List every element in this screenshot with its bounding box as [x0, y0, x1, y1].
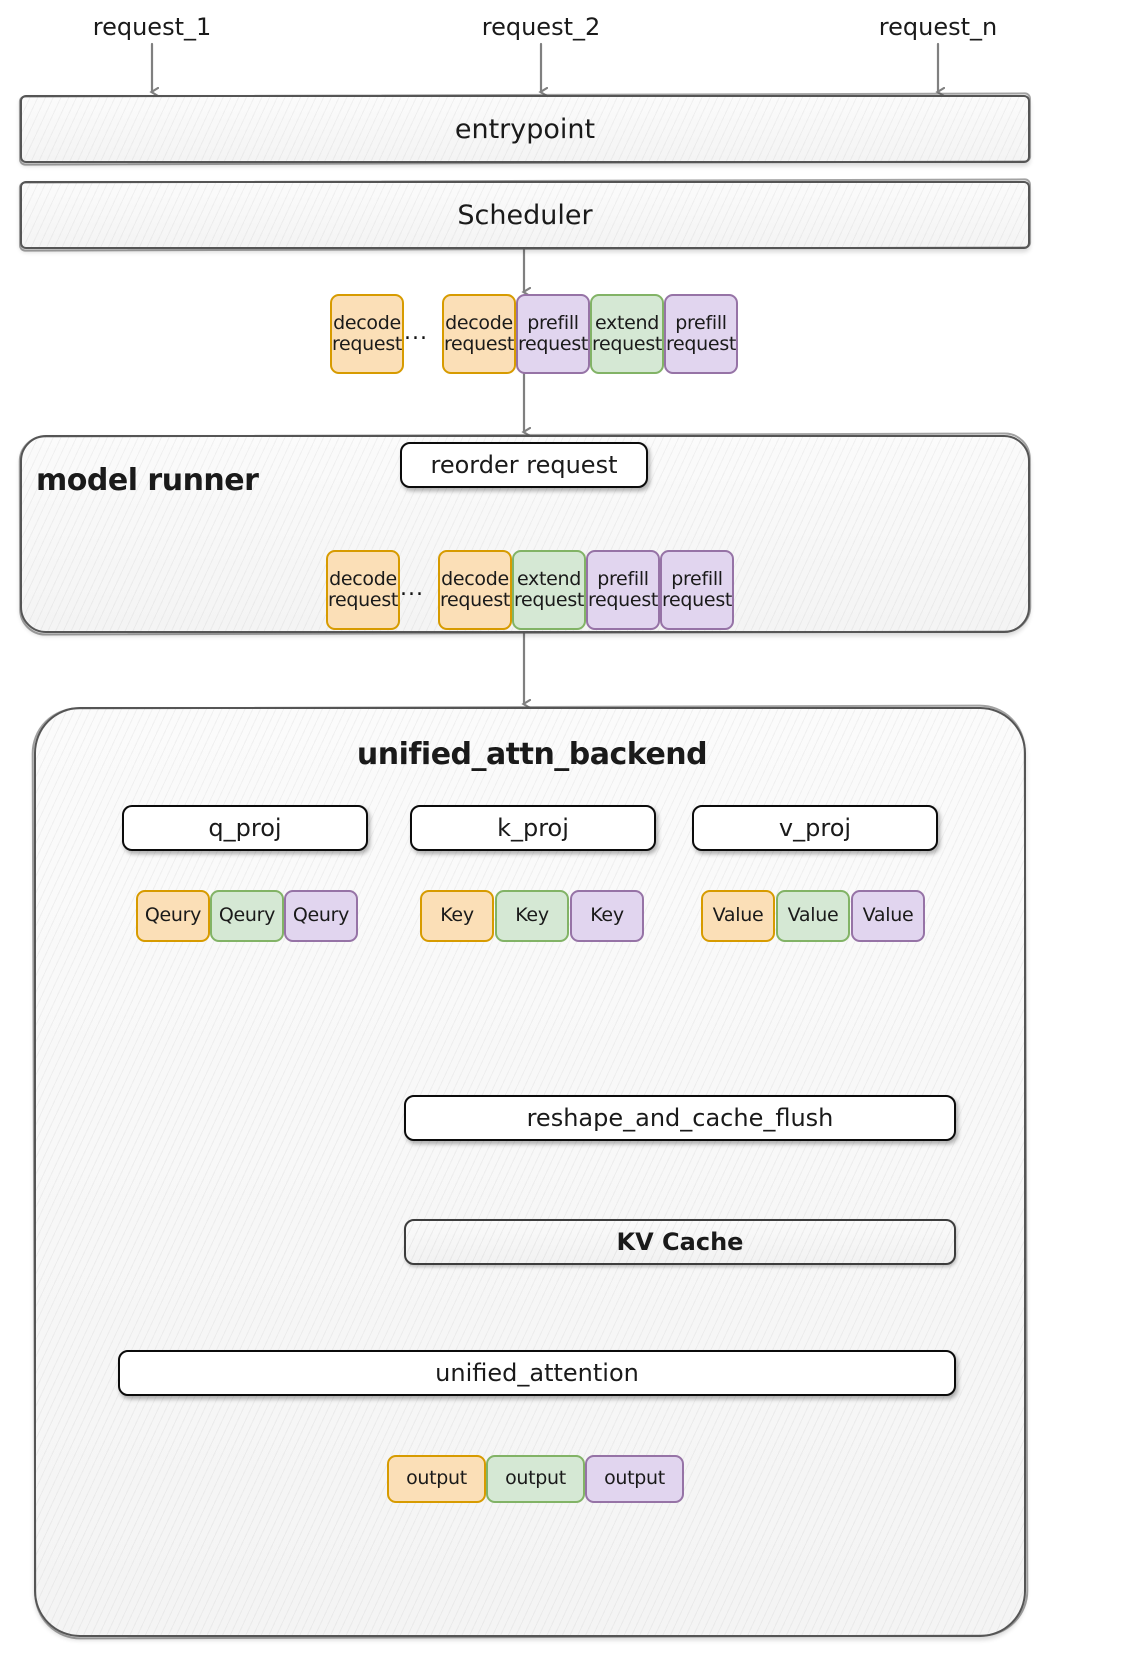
- value-chip-row: Value Value Value: [701, 890, 926, 942]
- entrypoint-label: entrypoint: [454, 113, 596, 145]
- input-label-request-1: request_1: [92, 13, 212, 41]
- scheduler-batch-ellipsis: ...: [404, 320, 428, 345]
- q-proj-box[interactable]: q_proj: [122, 805, 368, 851]
- chip-line2: request: [513, 589, 585, 611]
- chip-line2: request: [591, 333, 663, 355]
- reorder-request-box[interactable]: reorder request: [400, 442, 648, 488]
- scheduler-chip-decode-1[interactable]: decode request: [330, 294, 404, 374]
- q-proj-label: q_proj: [208, 814, 282, 842]
- runner-chip-prefill-1[interactable]: prefill request: [586, 550, 660, 630]
- chip-line1: decode: [445, 311, 513, 334]
- kv-cache-label: KV Cache: [616, 1228, 744, 1256]
- chip-label: output: [406, 1467, 467, 1490]
- scheduler-container[interactable]: Scheduler: [20, 181, 1030, 249]
- chip-line1: extend: [516, 567, 582, 590]
- chip-line1: prefill: [597, 567, 649, 590]
- v-proj-label: v_proj: [778, 814, 852, 842]
- chip-line2: request: [443, 333, 515, 355]
- value-chip-decode[interactable]: Value: [701, 890, 775, 942]
- input-label-request-2: request_2: [481, 13, 601, 41]
- chip-line2: request: [331, 333, 403, 355]
- runner-chip-prefill-2[interactable]: prefill request: [660, 550, 734, 630]
- scheduler-chip-extend[interactable]: extend request: [590, 294, 664, 374]
- model-runner-batch-ellipsis: ...: [400, 576, 424, 601]
- output-chip-extend[interactable]: output: [486, 1455, 585, 1503]
- chip-line1: decode: [329, 567, 397, 590]
- chip-line2: request: [587, 589, 659, 611]
- chip-line2: request: [661, 589, 733, 611]
- scheduler-batch-row: decode request ... decode request prefil…: [330, 294, 750, 374]
- query-chip-decode[interactable]: Qeury: [136, 890, 210, 942]
- runner-chip-extend[interactable]: extend request: [512, 550, 586, 630]
- k-proj-box[interactable]: k_proj: [410, 805, 656, 851]
- runner-chip-decode-2[interactable]: decode request: [438, 550, 512, 630]
- chip-line1: extend: [594, 311, 660, 334]
- key-chip-row: Key Key Key: [420, 890, 645, 942]
- model-runner-batch-row: decode request ... decode request extend…: [326, 550, 746, 630]
- reshape-and-cache-flush-box[interactable]: reshape_and_cache_flush: [404, 1095, 956, 1141]
- chip-label: Key: [515, 904, 549, 927]
- chip-label: Qeury: [292, 904, 350, 927]
- chip-label: Qeury: [218, 904, 276, 927]
- model-runner-label: model runner: [36, 463, 259, 498]
- chip-line1: decode: [333, 311, 401, 334]
- runner-chip-decode-1[interactable]: decode request: [326, 550, 400, 630]
- entrypoint-container[interactable]: entrypoint: [20, 95, 1030, 163]
- chip-line2: request: [517, 333, 589, 355]
- chip-line1: prefill: [675, 311, 727, 334]
- unified-attn-backend-label: unified_attn_backend: [356, 736, 708, 772]
- v-proj-box[interactable]: v_proj: [692, 805, 938, 851]
- chip-label: Value: [862, 904, 914, 927]
- scheduler-label: Scheduler: [457, 199, 593, 231]
- chip-line2: request: [327, 589, 399, 611]
- unified-attention-box[interactable]: unified_attention: [118, 1350, 956, 1396]
- value-chip-extend[interactable]: Value: [776, 890, 850, 942]
- query-chip-prefill[interactable]: Qeury: [284, 890, 358, 942]
- input-label-request-n: request_n: [878, 13, 998, 41]
- chip-label: Value: [712, 904, 764, 927]
- chip-label: output: [505, 1467, 566, 1490]
- scheduler-chip-prefill-2[interactable]: prefill request: [664, 294, 738, 374]
- chip-line2: request: [439, 589, 511, 611]
- reorder-request-label: reorder request: [430, 451, 618, 479]
- key-chip-decode[interactable]: Key: [420, 890, 494, 942]
- chip-label: Value: [787, 904, 839, 927]
- key-chip-extend[interactable]: Key: [495, 890, 569, 942]
- scheduler-chip-decode-2[interactable]: decode request: [442, 294, 516, 374]
- kv-cache-box[interactable]: KV Cache: [404, 1219, 956, 1265]
- chip-line1: prefill: [671, 567, 723, 590]
- chip-line1: prefill: [527, 311, 579, 334]
- chip-line2: request: [665, 333, 737, 355]
- scheduler-chip-prefill-1[interactable]: prefill request: [516, 294, 590, 374]
- chip-label: output: [604, 1467, 665, 1490]
- k-proj-label: k_proj: [497, 814, 569, 842]
- output-chip-row: output output output: [387, 1455, 684, 1503]
- query-chip-extend[interactable]: Qeury: [210, 890, 284, 942]
- output-chip-decode[interactable]: output: [387, 1455, 486, 1503]
- chip-label: Key: [440, 904, 474, 927]
- reshape-and-cache-flush-label: reshape_and_cache_flush: [526, 1104, 834, 1132]
- chip-line1: decode: [441, 567, 509, 590]
- key-chip-prefill[interactable]: Key: [570, 890, 644, 942]
- chip-label: Qeury: [144, 904, 202, 927]
- query-chip-row: Qeury Qeury Qeury: [136, 890, 358, 942]
- value-chip-prefill[interactable]: Value: [851, 890, 925, 942]
- unified-attention-label: unified_attention: [435, 1359, 639, 1387]
- output-chip-prefill[interactable]: output: [585, 1455, 684, 1503]
- chip-label: Key: [590, 904, 624, 927]
